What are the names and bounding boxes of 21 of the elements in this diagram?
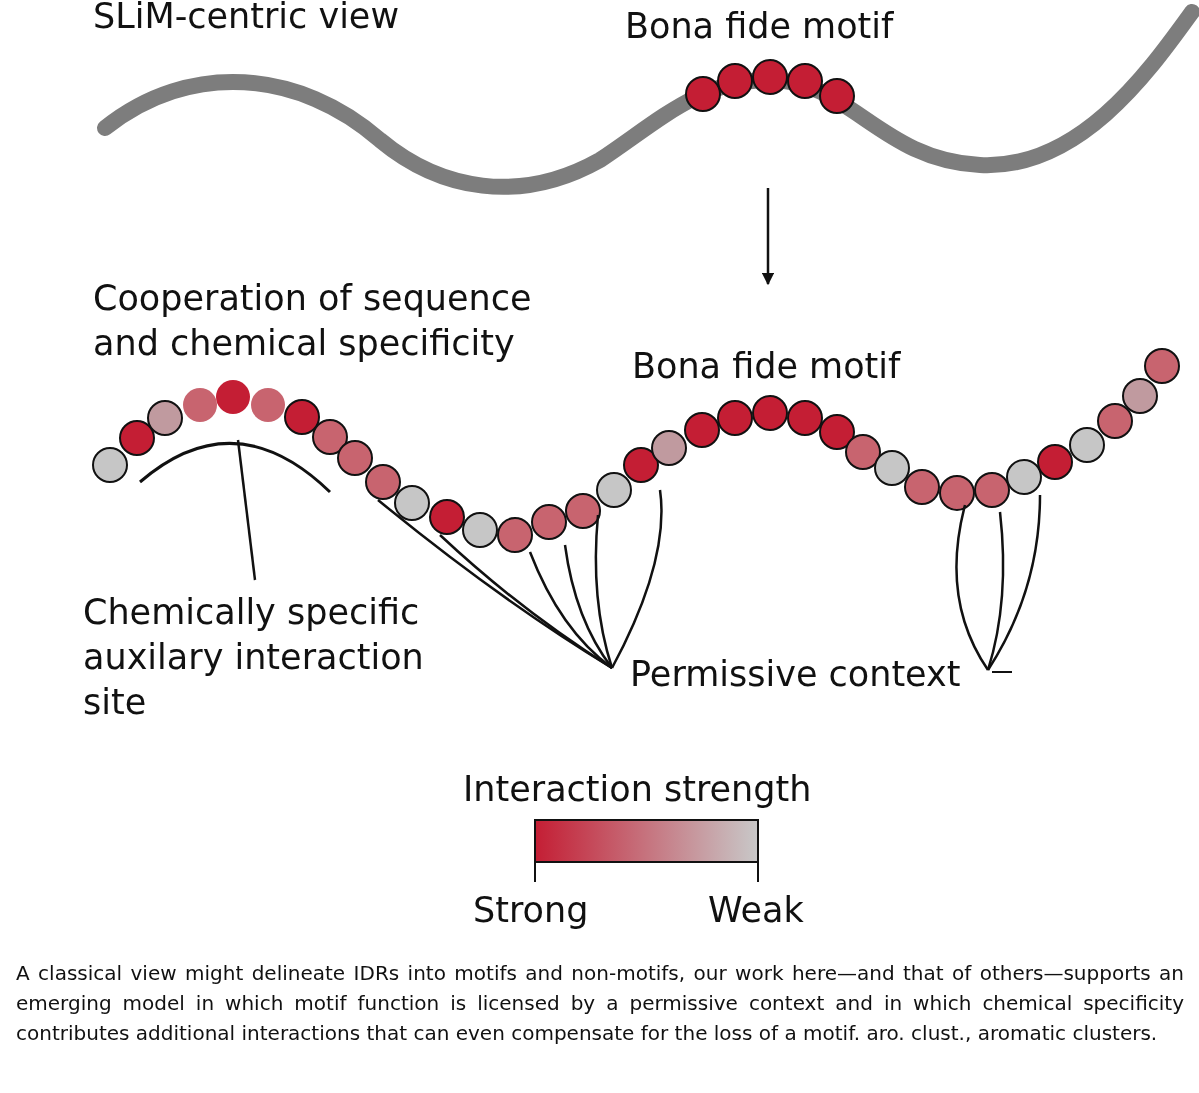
context-label: Permissive context: [630, 652, 961, 697]
leader-line: [563, 544, 613, 669]
motif-label: Bona fide motif: [625, 5, 894, 48]
leader-line: [236, 439, 257, 581]
scale-label: Strong: [473, 889, 589, 932]
leader-line: [610, 489, 663, 669]
arrow: [761, 188, 775, 286]
site-label: Chemically specific auxilary interaction site: [83, 590, 453, 725]
leader-line: [528, 551, 613, 669]
scale-title: Interaction strength: [463, 768, 812, 811]
leader-line: [594, 514, 614, 669]
interaction-site-arc: [139, 442, 331, 494]
scale-label: Weak: [708, 889, 804, 932]
leader-line: [986, 511, 1005, 671]
view-title: SLiM-centric view: [93, 0, 400, 38]
leader-line: [986, 494, 1042, 671]
caption: A classical view might delineate IDRs into motifs and non-motifs, our work here—and that of others—supports an emerging model in which motif function is licensed by a permissive context and in which chemical specificity contributes additional interactions that can even compensate for the loss of a motif. aro. clust., aromatic clusters.: [16, 960, 1184, 1047]
leader-line: [439, 534, 613, 670]
cooperation-label: Cooperation of sequence and chemical specificity: [93, 277, 533, 365]
motif-label: Bona fide motif: [632, 345, 901, 388]
leader-line: [955, 504, 990, 671]
